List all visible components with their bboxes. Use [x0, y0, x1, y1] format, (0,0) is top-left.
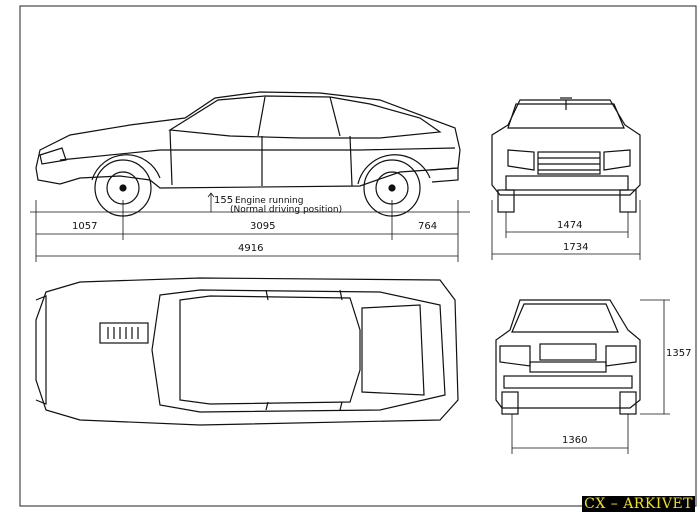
rear-view: [495, 299, 641, 415]
side-dimension-chain: [35, 200, 459, 262]
ground-clearance-label: 155: [214, 195, 233, 206]
overall-length-label: 4916: [238, 243, 263, 254]
height-label: 1357: [666, 348, 691, 359]
front-view: [491, 97, 641, 213]
clearance-note-line2: (Normal driving position): [230, 205, 342, 215]
wheelbase-label: 3095: [250, 221, 275, 232]
rear-dimension-chain: [511, 299, 670, 454]
rear-overhang-label: 764: [418, 221, 437, 232]
side-view: [35, 91, 461, 189]
archive-credit: CX – ARKIVET: [582, 496, 695, 512]
front-track-label: 1474: [557, 220, 582, 231]
drawing-frame: [19, 5, 697, 507]
top-view: [35, 277, 459, 426]
rear-track-label: 1360: [562, 435, 587, 446]
front-overhang-label: 1057: [72, 221, 97, 232]
overall-width-label: 1734: [563, 242, 588, 253]
front-dimension-chain: [491, 200, 641, 260]
clearance-note-line1: Engine running: [235, 196, 303, 206]
